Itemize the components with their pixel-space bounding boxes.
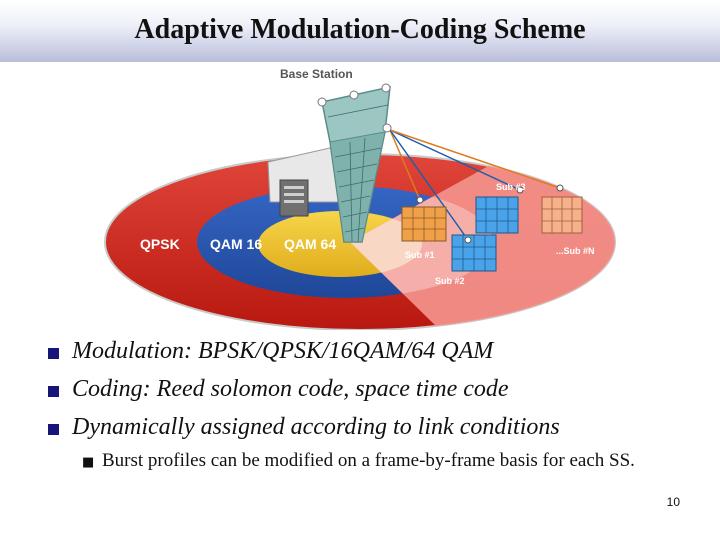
equipment-box <box>279 179 309 217</box>
square-bullet-icon <box>48 348 59 359</box>
bullet-list: Modulation: BPSK/QPSK/16QAM/64 QAM Codin… <box>48 335 698 449</box>
qam64-label: QAM 64 <box>284 236 336 252</box>
qam16-label: QAM 16 <box>210 236 262 252</box>
bullet-item: Modulation: BPSK/QPSK/16QAM/64 QAM <box>48 335 698 373</box>
bullet-text: Coding: Reed solomon code, space time co… <box>72 376 509 402</box>
link-lines <box>389 129 561 241</box>
title-bar <box>0 0 720 62</box>
base-station-label: Base Station <box>280 67 353 81</box>
sub-n-label: ...Sub #N <box>556 246 595 256</box>
slide-title: Adaptive Modulation-Coding Scheme <box>134 14 586 45</box>
bullet-item: Coding: Reed solomon code, space time co… <box>48 373 698 411</box>
bullet-text: Dynamically assigned according to link c… <box>72 414 560 440</box>
base-station-tower <box>317 83 392 243</box>
sub-1-label: Sub #1 <box>405 250 435 260</box>
bullet-text: Modulation: BPSK/QPSK/16QAM/64 QAM <box>72 338 494 364</box>
square-bullet-icon <box>48 424 59 435</box>
subscriber-sub-1 <box>401 196 447 242</box>
modulation-diagram: QPSK QAM 16 QAM 64 <box>100 62 660 331</box>
bullet-item: Dynamically assigned according to link c… <box>48 411 698 449</box>
page-number: 10 <box>666 495 680 509</box>
subscriber-sub-2 <box>451 234 497 272</box>
subscriber-sub-3 <box>475 186 524 234</box>
sub-bullet-icon: ■ <box>82 455 95 470</box>
sub-2-label: Sub #2 <box>435 276 465 286</box>
subscriber-sub-n <box>541 184 583 234</box>
sub-bullet-text: Burst profiles can be modified on a fram… <box>102 450 635 471</box>
qpsk-label: QPSK <box>140 236 180 252</box>
square-bullet-icon <box>48 386 59 397</box>
sub-3-label: Sub #3 <box>496 182 526 192</box>
